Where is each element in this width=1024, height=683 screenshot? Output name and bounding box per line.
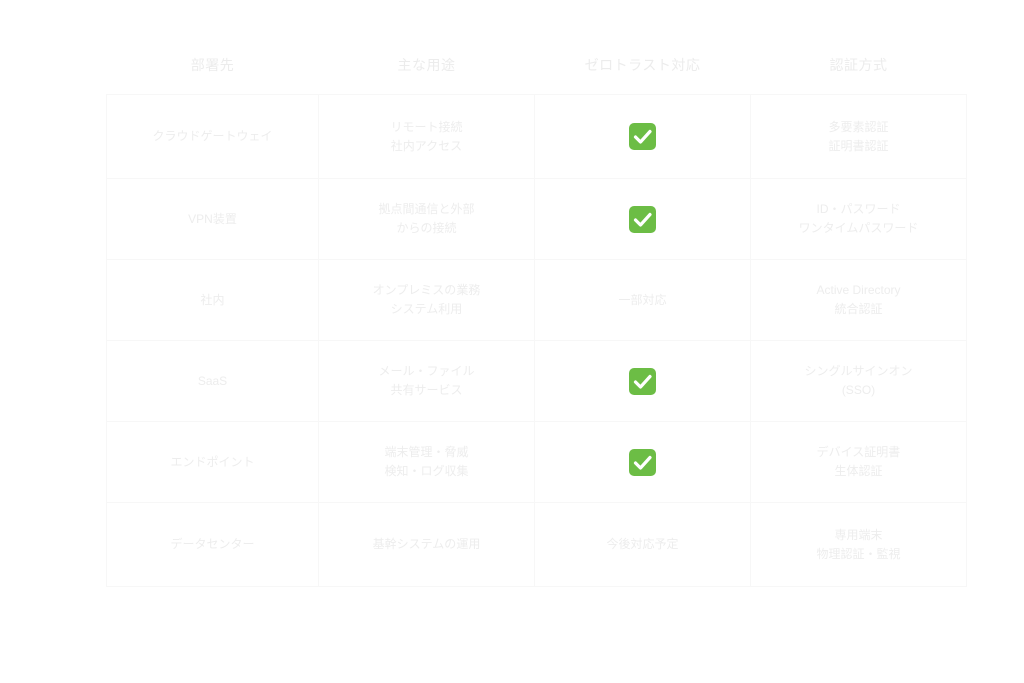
cell-deployment: クラウドゲートウェイ — [106, 94, 319, 179]
cell-auth-text: デバイス証明書 生体認証 — [816, 445, 901, 478]
cell-deployment-text: VPN装置 — [188, 211, 237, 226]
check-mark-button-icon — [629, 205, 656, 233]
cell-zero-trust — [534, 421, 751, 503]
cell-auth: デバイス証明書 生体認証 — [750, 421, 967, 503]
check-mark-button-icon — [629, 448, 656, 476]
header-zero-trust: ゼロトラスト対応 — [584, 57, 701, 73]
cell-usage-text: メール・ファイル 共有サービス — [378, 364, 475, 397]
table-row: クラウドゲートウェイ リモート接続 社内アクセス 多要素認証 証明書認証 — [106, 94, 967, 179]
cell-zero-trust — [534, 178, 751, 260]
cell-auth-text: Active Directory 統合認証 — [816, 283, 901, 316]
cell-deployment: VPN装置 — [106, 178, 319, 260]
header-auth: 認証方式 — [829, 57, 888, 73]
cell-usage-text: 基幹システムの運用 — [372, 537, 481, 551]
cell-usage-text: リモート接続 社内アクセス — [390, 119, 463, 153]
comparison-table: 部署先 主な用途 ゼロトラスト対応 認証方式 クラウドゲートウェイ リモート接続 … — [106, 36, 967, 587]
cell-deployment: 社内 — [106, 259, 319, 341]
table-row: 社内 オンプレミスの業務 システム利用 一部対応 Active Directory 統… — [106, 259, 967, 341]
cell-usage: オンプレミスの業務 システム利用 — [318, 259, 535, 341]
cell-usage: リモート接続 社内アクセス — [318, 94, 535, 179]
cell-usage: 端末管理・脅威 検知・ログ収集 — [318, 421, 535, 503]
cell-deployment-text: 社内 — [200, 292, 225, 307]
check-mark-button-icon — [629, 367, 656, 395]
cell-usage-text: オンプレミスの業務 システム利用 — [372, 283, 481, 316]
table-row: SaaS メール・ファイル 共有サービス シングルサインオン (SSO) — [106, 340, 967, 422]
cell-deployment-text: エンドポイント — [170, 454, 255, 469]
cell-deployment: SaaS — [106, 340, 319, 422]
cell-deployment-text: クラウドゲートウェイ — [152, 129, 273, 143]
cell-deployment: エンドポイント — [106, 421, 319, 503]
header-deployment: 部署先 — [190, 57, 235, 73]
cell-auth-text: 専用端末 物理認証・監視 — [816, 527, 901, 561]
zero-trust-status-text: 今後対応予定 — [606, 537, 679, 551]
cell-usage: メール・ファイル 共有サービス — [318, 340, 535, 422]
header-row: 部署先 主な用途 ゼロトラスト対応 認証方式 — [107, 36, 967, 95]
cell-auth: ID・パスワード ワンタイムパスワード — [750, 178, 967, 260]
cell-auth: Active Directory 統合認証 — [750, 259, 967, 341]
header-usage: 主な用途 — [397, 57, 456, 73]
cell-auth: 多要素認証 証明書認証 — [750, 94, 967, 179]
cell-usage: 基幹システムの運用 — [318, 502, 535, 587]
table-row: エンドポイント 端末管理・脅威 検知・ログ収集 デバイス証明書 生体認証 — [106, 421, 967, 503]
table-row: データセンター 基幹システムの運用 今後対応予定 専用端末 物理認証・監視 — [106, 502, 967, 587]
cell-auth: シングルサインオン (SSO) — [750, 340, 967, 422]
table-row: VPN装置 拠点間通信と外部 からの接続 ID・パスワード ワンタイムパスワード — [106, 178, 967, 260]
cell-usage-text: 拠点間通信と外部 からの接続 — [378, 202, 475, 235]
cell-deployment-text: SaaS — [197, 373, 228, 388]
zero-trust-status-text: 一部対応 — [618, 292, 667, 307]
cell-zero-trust: 今後対応予定 — [534, 502, 751, 587]
cell-zero-trust — [534, 94, 751, 179]
cell-deployment-text: データセンター — [170, 537, 255, 551]
table-body: クラウドゲートウェイ リモート接続 社内アクセス 多要素認証 証明書認証 VPN装置 拠… — [106, 94, 967, 587]
check-mark-button-icon — [629, 123, 656, 150]
cell-auth-text: シングルサインオン (SSO) — [804, 364, 913, 397]
cell-auth: 専用端末 物理認証・監視 — [750, 502, 967, 587]
cell-deployment: データセンター — [106, 502, 319, 587]
cell-usage-text: 端末管理・脅威 検知・ログ収集 — [384, 445, 469, 478]
cell-auth-text: 多要素認証 証明書認証 — [828, 119, 889, 153]
cell-zero-trust: 一部対応 — [534, 259, 751, 341]
cell-usage: 拠点間通信と外部 からの接続 — [318, 178, 535, 260]
cell-auth-text: ID・パスワード ワンタイムパスワード — [798, 202, 919, 235]
cell-zero-trust — [534, 340, 751, 422]
